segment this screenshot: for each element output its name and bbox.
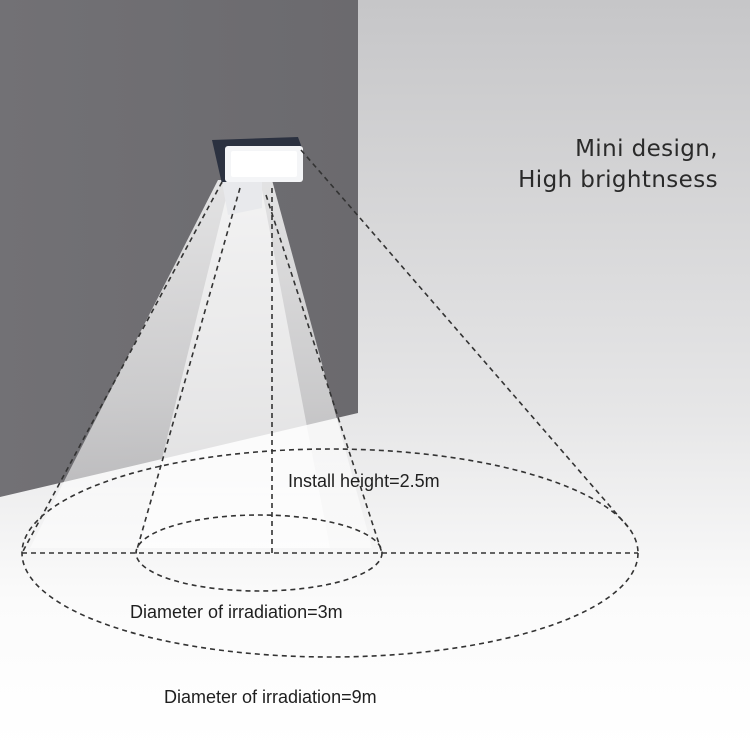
outer-diameter-label: Diameter of irradiation=9m [164,687,377,707]
headline-line1: Mini design, [575,136,718,162]
lamp-led-panel [231,151,297,177]
solar-lamp [212,137,303,215]
dashed-guides [21,149,639,658]
inner-diameter-label: Diameter of irradiation=3m [130,602,343,622]
headline-line2: High brightnsess [518,167,718,193]
light-beam-core [140,190,330,548]
outer-cone-right [300,149,629,528]
install-height-label: Install height=2.5m [288,471,440,491]
inner-cone-left [135,187,241,554]
lamp-base [222,182,262,215]
outer-cone-left [21,181,223,554]
